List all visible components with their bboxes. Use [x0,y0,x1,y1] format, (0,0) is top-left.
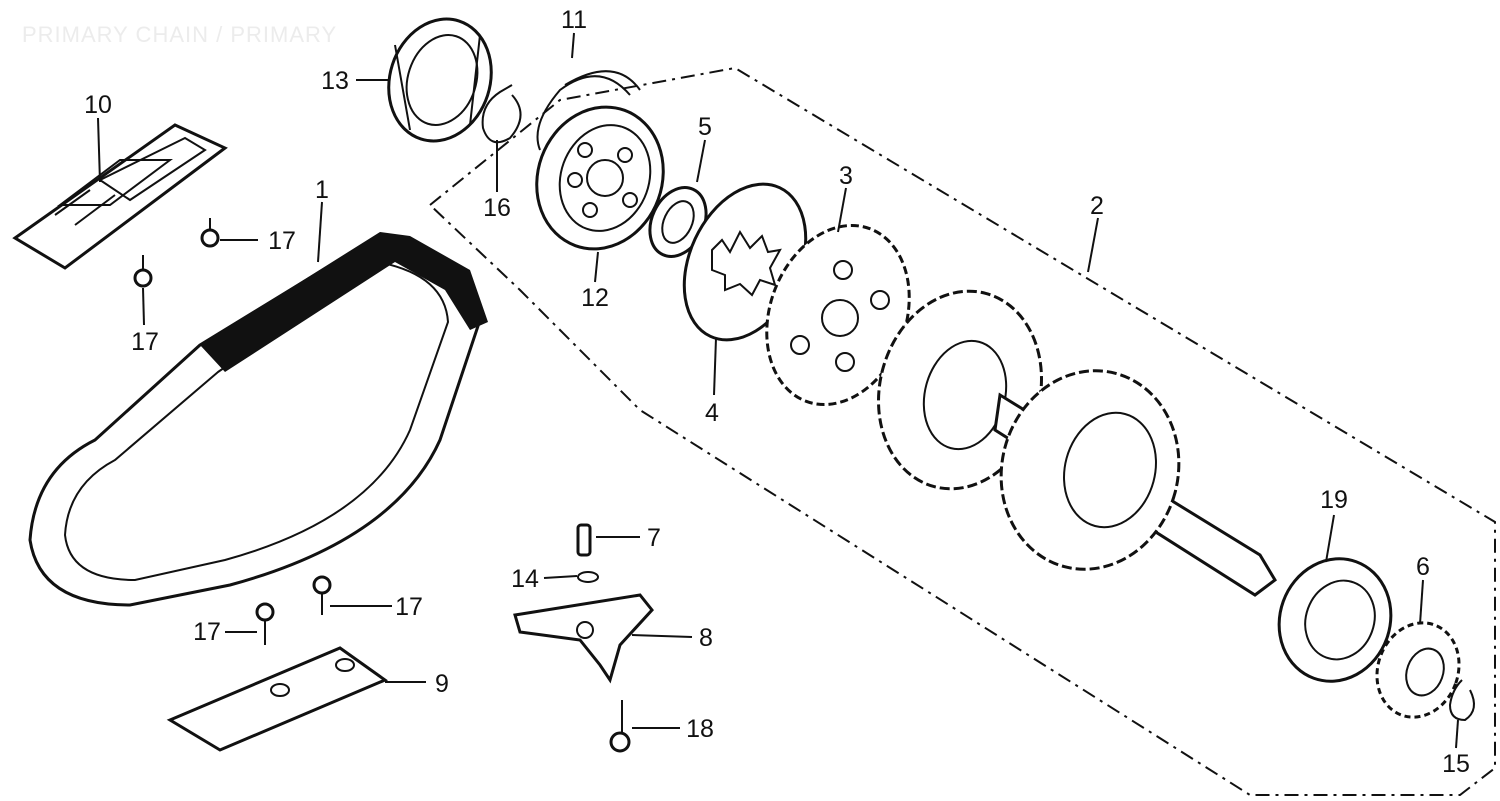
callout-5: 5 [698,113,712,141]
callout-8: 8 [699,624,713,652]
callout-4: 4 [705,399,719,427]
callout-16: 16 [483,194,511,222]
part-16-circlip [481,84,522,144]
callout-13: 13 [321,67,349,95]
callout-17-a: 17 [268,227,296,255]
part-17-bolt-b [133,255,153,288]
callout-19: 19 [1320,486,1348,514]
part-1-drive-chain [28,232,488,607]
callout-18: 18 [686,715,714,743]
part-13-bearing [387,17,493,143]
part-8-tensioner-arm [513,593,654,684]
part-5-washer [648,186,708,258]
callout-3: 3 [839,162,853,190]
callout-17-c: 17 [395,593,423,621]
part-19-bearing [1277,557,1393,683]
part-9-slipper-plate [166,646,389,752]
part-12-ball-bearing [535,105,665,251]
assembly-outline [428,66,1496,796]
callout-1: 1 [315,176,329,204]
callout-7: 7 [647,524,661,552]
callout-14: 14 [511,565,539,593]
callout-11: 11 [561,6,587,34]
part-18-bolt [609,700,631,753]
part-6-small-gear [1375,621,1461,719]
part-14-o-ring [577,571,599,583]
part-17-bolt-a [200,218,220,248]
callout-17-b: 17 [131,328,159,356]
callout-10: 10 [84,91,112,119]
callout-17-d: 17 [193,618,221,646]
callout-6: 6 [1416,553,1430,581]
callout-15: 15 [1442,750,1470,778]
diagram-title: PRIMARY CHAIN / PRIMARY [22,22,338,47]
leader-lines [97,32,1459,749]
part-17-bolt-d [255,602,275,645]
part-11-snap-ring [536,70,641,151]
part-15-circlip [1448,679,1475,722]
callout-2: 2 [1090,192,1104,220]
callout-9: 9 [435,670,449,698]
part-10-chain-guide [12,123,228,270]
part-17-bolt-c [312,575,332,615]
part-2-shaft-gears [877,289,1277,597]
callout-12: 12 [581,284,609,312]
part-7-pin [576,523,592,557]
